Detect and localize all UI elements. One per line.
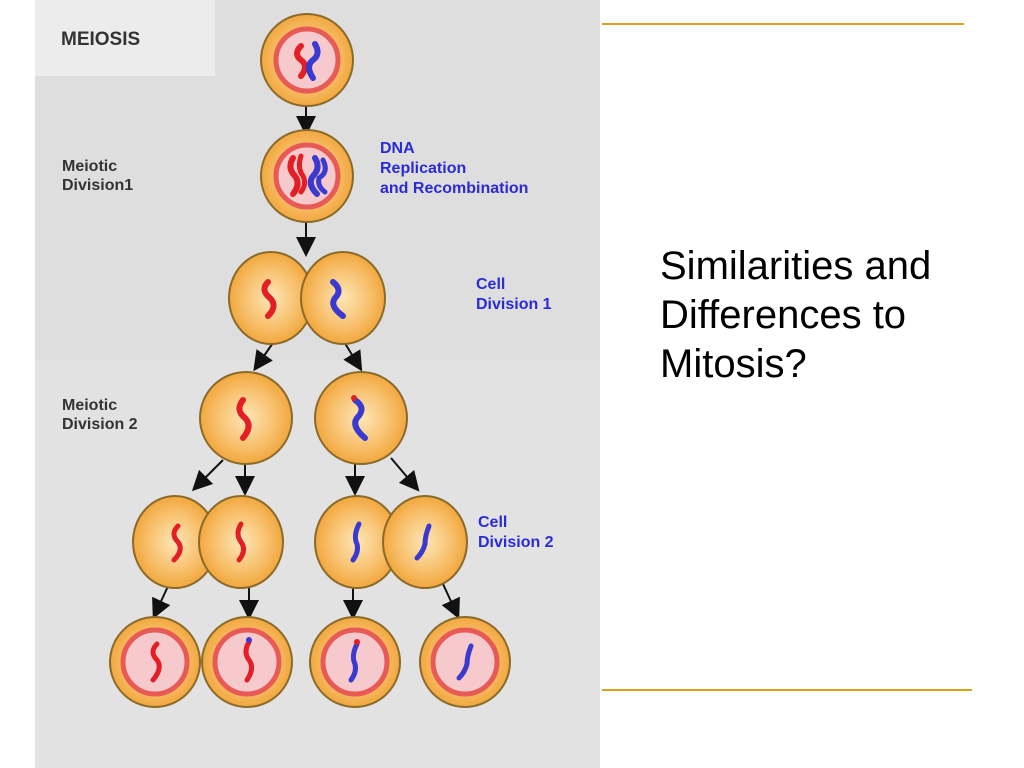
cell-replicated	[260, 129, 354, 223]
chromosome-tip	[354, 639, 360, 645]
chromosome-blue	[307, 155, 321, 197]
chromosome-tip	[351, 395, 357, 401]
step-label-cell-division-1-line1: Cell	[476, 276, 505, 293]
footer-rule	[602, 689, 972, 691]
step-label-cell-division-1: Cell Division 1	[476, 276, 552, 313]
chromosome-red	[150, 641, 162, 683]
chromosome-red	[287, 155, 301, 197]
stage-label-meiotic-2-line1: Meiotic	[62, 397, 117, 414]
chromosome-tip	[246, 637, 252, 643]
chromosome-red	[171, 523, 183, 563]
question-line-2: Differences to	[660, 293, 907, 337]
arrow	[390, 457, 420, 492]
chromosome-blue	[350, 521, 362, 563]
stage-label-meiotic-2: Meiotic Division 2	[62, 397, 138, 433]
arrow	[152, 583, 171, 620]
chromosome-blue	[414, 523, 432, 561]
chromosome-blue	[330, 279, 346, 319]
chromosome-blue	[456, 643, 474, 681]
cell-parent	[260, 13, 354, 107]
step-label-dna-line1: DNA	[380, 140, 415, 157]
chromosome-red	[296, 153, 308, 195]
step-label-dna-line3: and Recombination	[380, 180, 528, 197]
meiosis-diagram: MEIOSIS Meiotic Division1 Meiotic Divisi…	[35, 0, 600, 768]
chromosome-red	[235, 521, 247, 563]
diagram-title: MEIOSIS	[61, 29, 140, 50]
title-box	[35, 0, 215, 76]
chromosome-red	[243, 639, 255, 683]
cell-gamete-4	[419, 616, 511, 708]
cell-dividing-2-right	[314, 495, 468, 589]
step-label-cell-division-2-line1: Cell	[478, 514, 507, 531]
question-line-1: Similarities and	[660, 244, 932, 288]
chromosome-red	[294, 43, 308, 79]
cell-daughter-left	[199, 371, 293, 465]
cell-dividing-1	[228, 251, 386, 345]
cell-daughter-right	[314, 371, 408, 465]
arrow	[191, 459, 224, 492]
chromosome-red	[236, 397, 252, 441]
chromosome-blue	[316, 157, 328, 195]
cell-gamete-2	[201, 616, 293, 708]
chromosome-red	[261, 279, 277, 319]
chromosome-blue	[348, 641, 360, 683]
step-label-dna: DNA Replication and Recombination	[380, 140, 528, 197]
arrow	[441, 583, 460, 620]
slide-question: Similarities and Differences to Mitosis?	[660, 242, 1000, 389]
question-line-3: Mitosis?	[660, 342, 807, 386]
cell-dividing-2-left	[132, 495, 284, 589]
chromosome-blue	[306, 41, 321, 81]
step-label-cell-division-2: Cell Division 2	[478, 514, 554, 551]
stage-label-meiotic-2-line2: Division 2	[62, 416, 138, 433]
stage-label-meiotic-1-line1: Meiotic	[62, 158, 117, 175]
header-rule	[602, 23, 964, 25]
step-label-cell-division-2-line2: Division 2	[478, 534, 554, 551]
step-label-dna-line2: Replication	[380, 160, 466, 177]
stage-label-meiotic-1-line2: Division1	[62, 177, 133, 194]
step-label-cell-division-1-line2: Division 1	[476, 296, 552, 313]
cell-gamete-3	[309, 616, 401, 708]
chromosome-blue	[352, 397, 368, 441]
stage-label-meiotic-1: Meiotic Division1	[62, 158, 133, 194]
cell-gamete-1	[109, 616, 201, 708]
